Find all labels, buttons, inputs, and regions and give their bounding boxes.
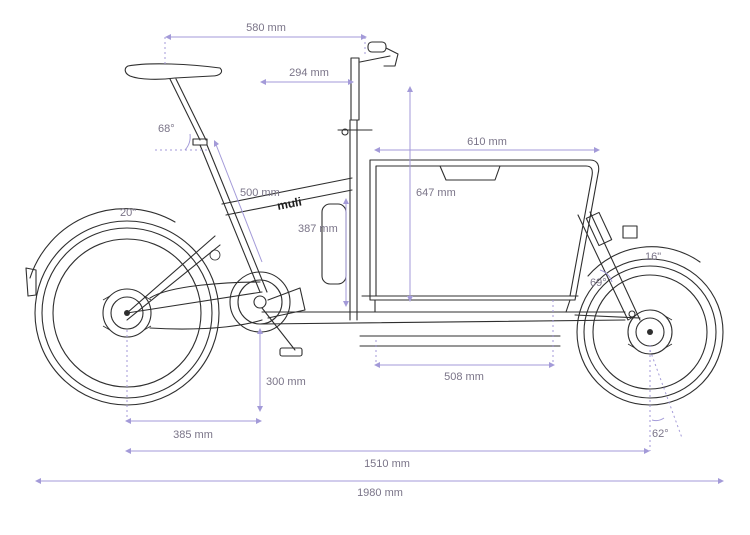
dimension-top-length: 580 mm [164, 22, 367, 66]
dimension-stem-reach: 294 mm [260, 67, 354, 85]
dimension-box-floor: 508 mm [374, 300, 555, 383]
dimension-label: 68° [158, 123, 175, 135]
dimension-bb-height: 300 mm [257, 328, 306, 412]
dimension-head-angle: 69° [590, 269, 613, 289]
dimension-front-wheel-label: 16" [645, 251, 661, 263]
handlebar [337, 41, 399, 136]
dimension-label: 300 mm [266, 376, 306, 388]
dimension-label: 1980 mm [357, 487, 403, 499]
dimension-total-length: 1980 mm [35, 478, 724, 499]
dimension-label: 580 mm [246, 22, 286, 34]
dimension-seat-angle: 68° [155, 123, 210, 151]
drivetrain [209, 249, 306, 357]
dimension-box-length: 610 mm [374, 136, 600, 153]
dimension-label: 62° [652, 428, 669, 440]
dimension-label: 500 mm [240, 187, 280, 199]
rear-wheel [25, 208, 220, 406]
dimension-wheelbase: 1510 mm [125, 345, 651, 470]
dimension-label: 385 mm [173, 429, 213, 441]
dimension-label: 69° [590, 277, 607, 289]
cargo-bike-drawing: muli [25, 41, 724, 406]
dimension-label: 387 mm [298, 223, 338, 235]
dimension-rear-wheel-label: 20" [120, 207, 136, 219]
dimension-label: 508 mm [444, 371, 484, 383]
dimension-fork-angle: 62° [649, 349, 683, 440]
dimension-label: 647 mm [416, 187, 456, 199]
cargo-box [361, 159, 600, 313]
front-fork [574, 211, 641, 321]
dimension-frame-height: 387 mm [298, 198, 349, 307]
dimension-chainstay: 385 mm [125, 330, 262, 441]
dimension-label: 610 mm [467, 136, 507, 148]
front-wheel [576, 246, 724, 406]
dimension-label: 1510 mm [364, 458, 410, 470]
brand-logo-text: muli [276, 194, 303, 212]
dimension-lines: 580 mm 294 mm 68° 500 mm 20" 387 [35, 22, 724, 499]
dimension-box-height: 647 mm [407, 86, 456, 302]
dimension-seat-tube: 500 mm [214, 140, 280, 263]
dimension-label: 294 mm [289, 67, 329, 79]
